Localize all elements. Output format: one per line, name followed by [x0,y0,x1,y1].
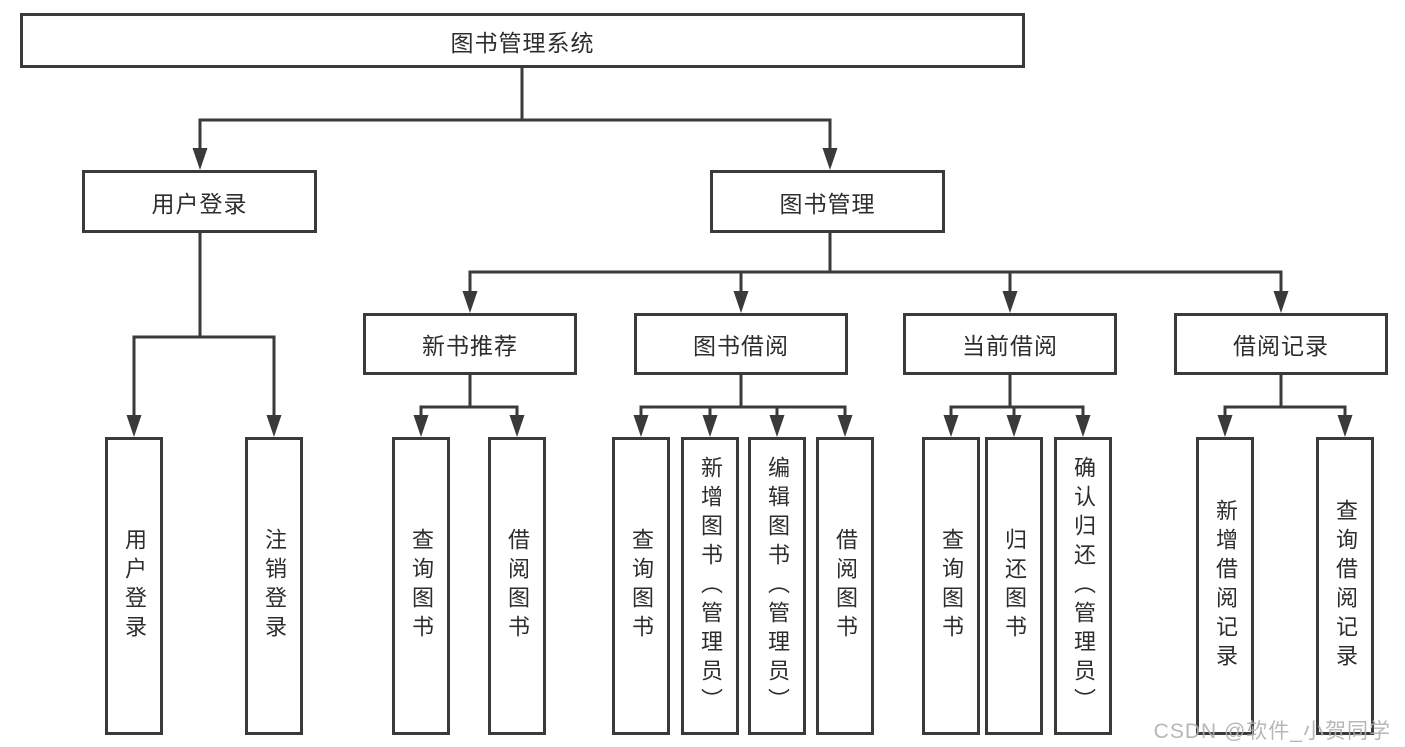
leaf-add-book-admin: 新增图书（管理员） [681,437,739,735]
node-new-book-recommend-label: 新书推荐 [422,333,518,359]
leaf-current-query-books-label: 查询图书 [939,528,964,644]
node-book-management: 图书管理 [710,170,945,233]
leaf-borrow-borrow-books-label: 借阅图书 [833,528,858,644]
node-user-login-label: 用户登录 [151,190,248,217]
leaf-edit-book-admin-label: 编辑图书（管理员） [765,455,790,717]
connector-borrow-records-to-leaves [1217,375,1353,437]
node-current-borrow: 当前借阅 [903,313,1117,375]
connector-user-login-to-leaves [126,233,282,437]
leaf-logout: 注销登录 [245,437,303,735]
node-root: 图书管理系统 [20,13,1025,68]
leaf-recommend-query-books-label: 查询图书 [409,528,434,644]
leaf-recommend-borrow-books: 借阅图书 [488,437,546,735]
leaf-add-borrow-record-label: 新增借阅记录 [1213,499,1238,673]
leaf-logout-label: 注销登录 [262,528,287,644]
leaf-borrow-borrow-books: 借阅图书 [816,437,874,735]
connector-book-management-to-level3 [462,233,1289,313]
leaf-user-login: 用户登录 [105,437,163,735]
connector-new-book-recommend-to-leaves [413,375,525,437]
leaf-query-borrow-record-label: 查询借阅记录 [1333,499,1358,673]
leaf-current-query-books: 查询图书 [922,437,980,735]
connector-book-borrow-to-leaves [633,375,853,437]
node-new-book-recommend: 新书推荐 [363,313,577,375]
node-borrow-records: 借阅记录 [1174,313,1388,375]
leaf-add-borrow-record: 新增借阅记录 [1196,437,1254,735]
node-book-management-label: 图书管理 [779,190,876,217]
leaf-edit-book-admin: 编辑图书（管理员） [748,437,806,735]
node-user-login: 用户登录 [82,170,317,233]
leaf-confirm-return-admin: 确认归还（管理员） [1054,437,1112,735]
leaf-add-book-admin-label: 新增图书（管理员） [698,455,723,717]
leaf-recommend-borrow-books-label: 借阅图书 [505,528,530,644]
node-book-borrow: 图书借阅 [634,313,848,375]
connector-current-borrow-to-leaves [943,375,1091,437]
leaf-borrow-query-books: 查询图书 [612,437,670,735]
watermark: CSDN @软件_小贺同学 [1153,720,1391,743]
leaf-confirm-return-admin-label: 确认归还（管理员） [1071,455,1096,717]
leaf-return-book-label: 归还图书 [1002,528,1027,644]
leaf-query-borrow-record: 查询借阅记录 [1316,437,1374,735]
leaf-recommend-query-books: 查询图书 [392,437,450,735]
connector-root-to-level2 [192,68,838,170]
leaf-return-book: 归还图书 [985,437,1043,735]
leaf-user-login-label: 用户登录 [122,528,147,644]
node-current-borrow-label: 当前借阅 [962,333,1058,359]
node-borrow-records-label: 借阅记录 [1233,333,1329,359]
node-root-label: 图书管理系统 [450,29,595,56]
node-book-borrow-label: 图书借阅 [693,333,789,359]
leaf-borrow-query-books-label: 查询图书 [629,528,654,644]
